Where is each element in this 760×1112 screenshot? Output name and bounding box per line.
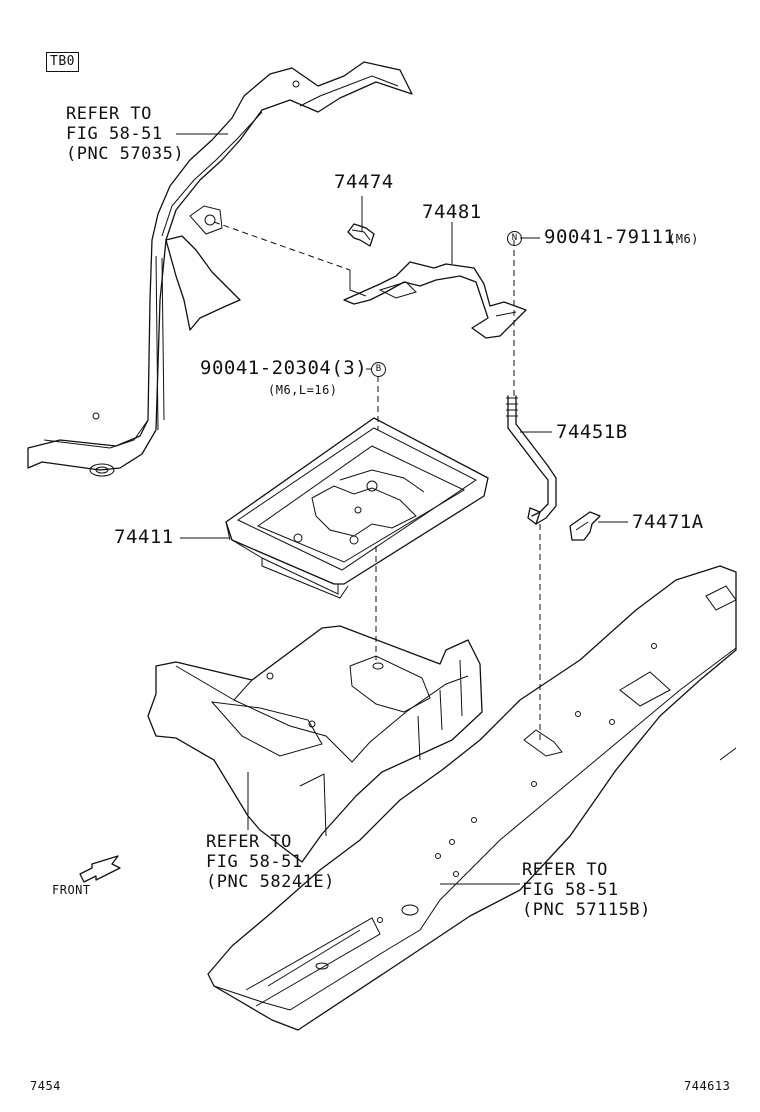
footer-left-code: 7454 <box>30 1079 61 1093</box>
ref-top-line-2: FIG 58-51 <box>66 124 163 144</box>
part-label-74451b: 74451B <box>556 421 628 443</box>
clamp-74471a <box>569 511 601 541</box>
ref-top-line-1: REFER TO <box>66 104 152 124</box>
part-label-74481: 74481 <box>422 201 482 223</box>
header-code: TB0 <box>46 52 79 72</box>
front-label: FRONT <box>52 883 91 897</box>
part-label-90041-79111: 90041-79111 <box>544 226 676 248</box>
rod-74451b <box>506 395 557 525</box>
bracket-74481 <box>343 261 527 339</box>
ref-right-line-2: FIG 58-51 <box>522 880 619 900</box>
front-arrow-icon <box>79 855 121 883</box>
side-member <box>207 565 737 1031</box>
part-label-74411: 74411 <box>114 526 174 548</box>
ref-mid-line-1: REFER TO <box>206 832 292 852</box>
part-label-74471a: 74471A <box>632 511 704 533</box>
clip-74474 <box>347 223 375 247</box>
part-label-90041-20304: 90041-20304(3) <box>200 357 368 379</box>
marker-n: N <box>507 231 522 246</box>
marker-b: B <box>371 362 386 377</box>
ref-mid-line-3: (PNC 58241E) <box>206 872 335 892</box>
dash-panel-to-bracket <box>213 221 351 271</box>
ref-right-line-1: REFER TO <box>522 860 608 880</box>
part-note-m6-l16: (M6,L=16) <box>268 383 338 397</box>
part-label-74474: 74474 <box>334 171 394 193</box>
lower-panel <box>147 625 483 863</box>
ref-right-line-3: (PNC 57115B) <box>522 900 651 920</box>
ref-top-line-3: (PNC 57035) <box>66 144 185 164</box>
footer-right-code: 744613 <box>684 1079 731 1093</box>
part-note-m6: (M6) <box>668 232 699 246</box>
upper-body-panel <box>27 61 413 477</box>
battery-tray-74411 <box>225 417 489 599</box>
ref-mid-line-2: FIG 58-51 <box>206 852 303 872</box>
